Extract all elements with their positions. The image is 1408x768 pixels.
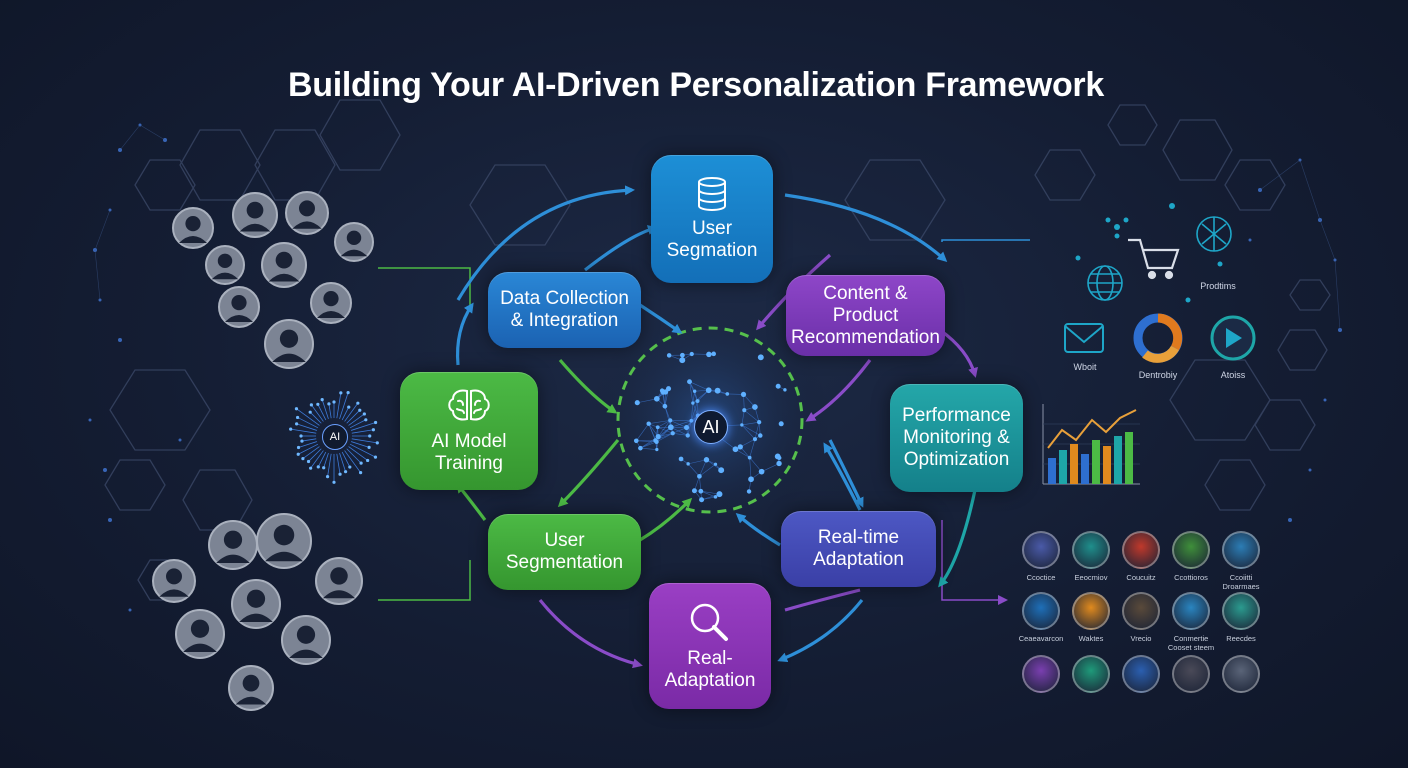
person-avatar [152, 559, 196, 603]
node-content-recommendation[interactable]: Content & Product Recommendation [786, 275, 945, 356]
node-ai-model-training[interactable]: AI Model Training [400, 372, 538, 490]
hexagon-pattern [104, 99, 1331, 601]
app-icon [1222, 531, 1260, 569]
mini-bar-chart [1042, 404, 1140, 485]
side-connectors [378, 267, 471, 601]
app-icon [1072, 531, 1110, 569]
page-title: Building Your AI-Driven Personalization … [288, 66, 1104, 104]
people-cluster-top [152, 191, 374, 711]
app-icon-label: Vrecio [1130, 634, 1152, 643]
person-avatar [218, 286, 260, 328]
person-avatar [315, 557, 363, 605]
donut-label: Dentrobiy [1138, 370, 1178, 380]
network-dots [88, 123, 1342, 612]
node-label: User Segmation [666, 218, 758, 261]
molecule-icon [1075, 203, 1223, 303]
person-avatar [281, 615, 331, 665]
app-icon [1022, 655, 1060, 693]
node-user-segmation[interactable]: User Segmation [651, 155, 773, 283]
app-icon-label: Waktes [1078, 634, 1104, 643]
app-icon [1222, 592, 1260, 630]
mail-label: Wboit [1073, 362, 1097, 372]
node-performance-monitoring[interactable]: Performance Monitoring & Optimization [890, 384, 1023, 492]
app-icon-label: Ccottioros [1174, 573, 1208, 582]
app-icon-label: Conmertie Cooset steem [1167, 634, 1215, 652]
person-avatar [231, 579, 281, 629]
node-user-segmentation[interactable]: User Segmentation [488, 514, 641, 590]
app-icon [1072, 592, 1110, 630]
app-icon [1122, 531, 1160, 569]
mini-ai-network [289, 391, 379, 484]
node-label: User Segmentation [505, 530, 624, 573]
right-icons [1064, 203, 1256, 363]
app-icon [1072, 655, 1110, 693]
app-icon [1172, 531, 1210, 569]
person-avatar [205, 245, 245, 285]
node-data-collection[interactable]: Data Collection & Integration [488, 272, 641, 348]
app-icon-label: Ccoiitti Droarmaes [1222, 573, 1260, 591]
network-lines [94, 124, 1341, 331]
app-icon-label: Ceaeavarcon [1018, 634, 1064, 643]
person-avatar [256, 513, 312, 569]
database-icon [698, 177, 726, 211]
play-icon [1210, 315, 1256, 361]
app-icon-label: Eeocmiov [1074, 573, 1108, 582]
mini-ai-core: AI [322, 424, 348, 450]
brain-icon [448, 389, 490, 421]
donut-icon [1133, 313, 1183, 363]
app-icon [1022, 531, 1060, 569]
app-icon [1122, 592, 1160, 630]
cart-icon [1128, 238, 1180, 280]
globe-icon [1087, 265, 1123, 301]
app-icon-label: Reecdes [1226, 634, 1256, 643]
node-label: Performance Monitoring & Optimization [902, 405, 1011, 470]
app-icon-label: Ccoctice [1026, 573, 1056, 582]
app-icon [1122, 655, 1160, 693]
app-icon-label: Coucuitz [1126, 573, 1156, 582]
person-avatar [172, 207, 214, 249]
person-avatar [261, 242, 307, 288]
node-label: Content & Product Recommendation [791, 282, 940, 348]
play-label: Atoiss [1220, 370, 1246, 380]
ai-core: AI [694, 410, 728, 444]
person-avatar [334, 222, 374, 262]
node-label: Data Collection & Integration [500, 288, 629, 331]
network-globe-icon [1196, 216, 1232, 252]
node-realtime-adaptation[interactable]: Real-time Adaptation [781, 511, 936, 587]
mail-icon [1064, 323, 1104, 353]
app-icon [1222, 655, 1260, 693]
magnifier-icon [690, 603, 728, 641]
app-icon [1172, 655, 1210, 693]
products-label: Prodtims [1200, 281, 1236, 291]
person-avatar [208, 520, 258, 570]
app-icon [1022, 592, 1060, 630]
person-avatar [285, 191, 329, 235]
person-avatar [310, 282, 352, 324]
person-avatar [228, 665, 274, 711]
node-label: AI Model Training [431, 431, 507, 474]
person-avatar [264, 319, 314, 369]
person-avatar [175, 609, 225, 659]
node-label: Real-time Adaptation [813, 527, 904, 570]
core-ring [616, 326, 804, 514]
node-real-adaptation[interactable]: Real- Adaptation [649, 583, 771, 709]
person-avatar [232, 192, 278, 238]
app-icon [1172, 592, 1210, 630]
node-label: Real- Adaptation [664, 648, 756, 691]
